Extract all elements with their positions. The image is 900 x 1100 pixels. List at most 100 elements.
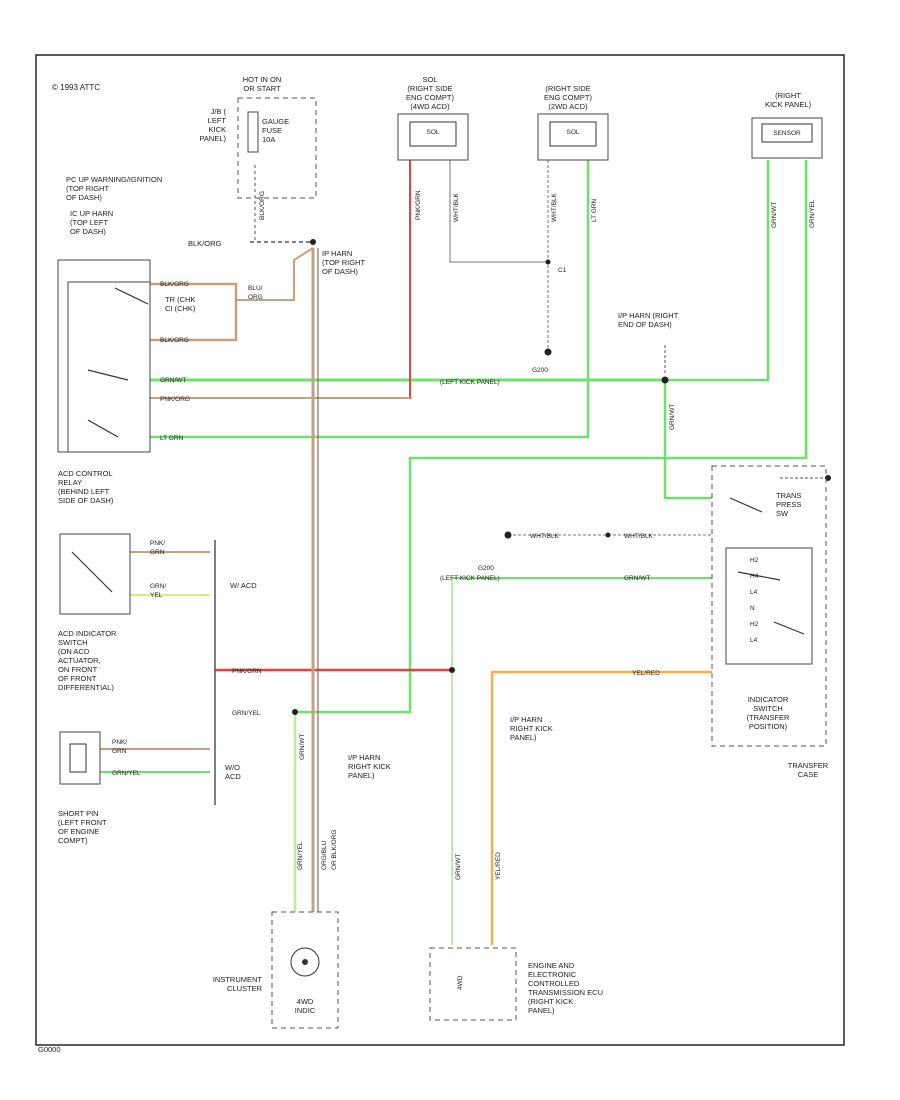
label-relay-inner-1: CI (CHK) xyxy=(165,304,196,313)
wire-grn-right-sensor xyxy=(665,160,770,382)
node-ip-harn-rk1 xyxy=(292,709,298,715)
label-pc-warning-relay-1: (TOP RIGHT xyxy=(66,184,109,193)
label-left-kick-panel-b: (LEFT KICK PANEL) xyxy=(440,575,500,582)
label-indicator-switch-2: (TRANSFER xyxy=(747,713,791,722)
label-ic-up-harn-0: IC UP HARN xyxy=(70,209,113,218)
label-gauge-fuse-0: GAUGE xyxy=(262,117,289,126)
relay-switch-1 xyxy=(87,369,129,381)
label-ind-positions-1: H4 xyxy=(750,573,759,580)
label-wire-pnk-b-0: PNK/ xyxy=(112,739,127,746)
label-wire-blu-org-1: ORG xyxy=(248,294,263,301)
label-ecu-label-1: ELECTRONIC xyxy=(528,970,577,979)
label-sol-box: SOL xyxy=(426,129,439,136)
label-vertical-labels-v-orn-yel: YEL/RED xyxy=(495,852,502,880)
nodes xyxy=(292,239,831,715)
label-ip-harn-top-right-1: (TOP RIGHT xyxy=(322,258,365,267)
label-transfer-press-sw-2: SW xyxy=(776,509,789,518)
label-wire-pnk-org: PNK/ORG xyxy=(160,396,190,403)
ind-switch-lever-1 xyxy=(737,571,781,581)
label-acd-control-relay-0: ACD CONTROL xyxy=(58,469,113,478)
label-pc-warning-relay-0: PC UP WARNING/IGNITION xyxy=(66,175,162,184)
label-ecu-label-5: PANEL) xyxy=(528,1006,555,1015)
label-acd-indicator-switch-3: ACTUATOR, xyxy=(58,656,101,665)
transfer-case-box xyxy=(711,465,827,747)
label-wire-grn-yel-1: YEL xyxy=(150,592,163,599)
label-vertical-labels-v-ic1: GRN/YEL xyxy=(297,841,304,870)
label-ip-harn-top-right-2: OF DASH) xyxy=(322,267,358,276)
label-ind-positions-2: L4 xyxy=(750,589,758,596)
label-vertical-labels-v-grn2: GRN/YEL xyxy=(809,199,816,228)
label-vertical-labels-v-wht: WHT/BLK xyxy=(453,192,460,222)
label-4wd-indic-1: INDIC xyxy=(295,1006,316,1015)
label-acd-indicator-switch-5: OF FRONT xyxy=(58,674,97,683)
label-wire-pnk-1: GRN xyxy=(150,549,165,556)
wire-wht-blk-sol xyxy=(449,160,548,263)
wire-orange-ecu xyxy=(490,670,712,945)
label-c1: C1 xyxy=(558,267,567,274)
label-ip-harn-rk1-1: RIGHT KICK xyxy=(348,762,391,771)
wire-tan-blu-org xyxy=(150,282,238,342)
label-wire-blk-org-1: BLK/ORG xyxy=(160,281,189,288)
label-sensor-box: SENSOR xyxy=(773,130,801,137)
label-ecu-label-4: (RIGHT KICK xyxy=(528,997,573,1006)
node-ip-harn-rk2 xyxy=(449,667,455,673)
label-vertical-labels-v-grn3: GRN/WT xyxy=(669,404,676,430)
node-g200 xyxy=(661,376,669,384)
wires xyxy=(100,160,828,945)
label-short-pin-3: COMPT) xyxy=(58,836,88,845)
label-short-pin-0: SHORT PIN xyxy=(58,809,99,818)
label-wht-blk-2: WHT/BLK xyxy=(624,533,654,540)
label-transfer-press-sw-0: TRANS xyxy=(776,491,801,500)
label-sol-right-1: (RIGHT SIDE xyxy=(407,84,452,93)
4wd-indicator-lamp-center xyxy=(302,959,308,965)
label-acd-control-relay-3: SIDE OF DASH) xyxy=(58,496,114,505)
diagram-frame xyxy=(35,54,845,1046)
label-ecu-label-0: ENGINE AND xyxy=(528,961,575,970)
label-transfer-case-1: CASE xyxy=(798,770,818,779)
short-pin-box xyxy=(59,731,101,785)
junction-block-box xyxy=(237,97,317,199)
label-acd-indicator-switch-2: (ON ACD xyxy=(58,647,90,656)
wire-lt-grn xyxy=(150,160,590,439)
label-sol-right-3: (4WD ACD) xyxy=(410,102,450,111)
label-right-kick-0: (RIGHT xyxy=(775,91,801,100)
label-sol-right-0: SOL xyxy=(422,75,437,84)
label-gauge-fuse-1: FUSE xyxy=(262,126,282,135)
label-wht-blk-1: WHT/BLK xyxy=(530,533,560,540)
label-acd-indicator-switch-1: SWITCH xyxy=(58,638,88,647)
label-ip-harn-rk2-1: RIGHT KICK xyxy=(510,724,553,733)
label-vertical-labels-v-ltgrn: LT GRN xyxy=(591,198,598,222)
label-ip-harn-rk1-2: PANEL) xyxy=(348,771,375,780)
label-ip-harn-right-end-1: END OF DASH) xyxy=(618,320,672,329)
label-wire-yel-red: YEL/RED xyxy=(632,670,660,677)
node-ground-wht xyxy=(504,531,512,539)
label-4wd-indic-0: 4WD xyxy=(297,997,314,1006)
label-acd-indicator-switch-6: DIFFERENTIAL) xyxy=(58,683,114,692)
wire-grn-long xyxy=(295,160,808,714)
label-wo-acd-0: W/O xyxy=(225,763,240,772)
label-ind-positions-4: H2 xyxy=(750,621,759,628)
label-g200: G200 xyxy=(532,367,548,374)
label-wire-blu-org-0: BLU/ xyxy=(248,285,263,292)
acd-indicator-box xyxy=(59,533,131,615)
label-hot-in-on-1: OR START xyxy=(243,84,281,93)
label-instrument-cluster-0: INSTRUMENT xyxy=(213,975,263,984)
label-hot-in-on-0: HOT IN ON xyxy=(243,75,282,84)
label-ip-harn-top-right-0: IP HARN xyxy=(322,249,352,258)
label-acd-indicator-switch-0: ACD INDICATOR xyxy=(58,629,117,638)
node-ip-harn-top xyxy=(310,239,316,245)
label-junction-block-2: KICK xyxy=(208,125,226,134)
label-wire-grn-yel-h: GRN/YEL xyxy=(232,710,261,717)
label-sol-right-2: ENG COMPT) xyxy=(406,93,454,102)
label-ecu-label-3: TRANSMISSION ECU xyxy=(528,988,603,997)
ind-switch-lever-2 xyxy=(773,621,805,635)
relay-switch-2 xyxy=(87,419,119,438)
label-sol-2-box: SOL xyxy=(566,129,579,136)
acd-relay-inner xyxy=(67,281,151,453)
label-junction-block-1: LEFT xyxy=(208,116,227,125)
label-ip-harn-rk1-0: I/P HARN xyxy=(348,753,380,762)
wire-tan-relay-harn xyxy=(236,247,314,301)
trans-press-switch xyxy=(725,547,813,665)
label-wo-acd-1: ACD xyxy=(225,772,241,781)
